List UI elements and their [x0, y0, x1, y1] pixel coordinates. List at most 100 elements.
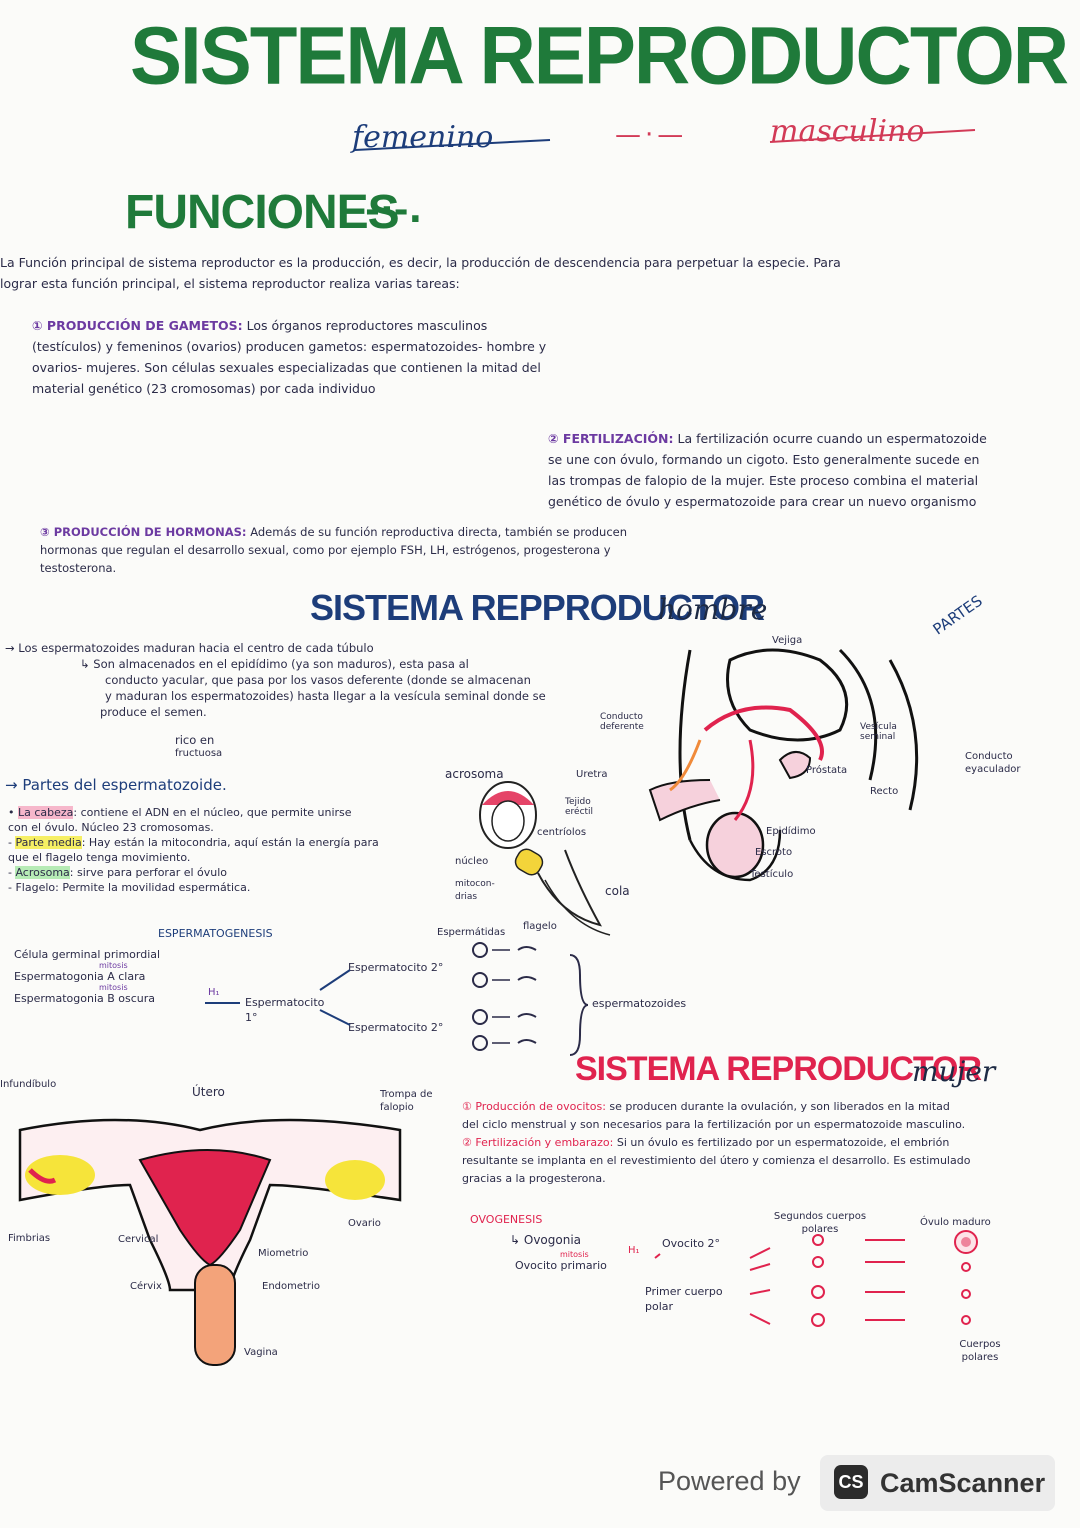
espermatocito-2b: Espermatocito 2° — [348, 1021, 444, 1034]
ovogenesis-heading: OVOGENESIS — [470, 1213, 543, 1226]
cabeza-key: La cabeza — [18, 806, 74, 819]
label-vejiga: Vejiga — [772, 635, 803, 646]
mujer-f2-head: ② Fertilización y embarazo: — [462, 1136, 614, 1149]
label-endometrio: Endometrio — [262, 1281, 320, 1292]
label-centriolos: centríolos — [537, 827, 587, 838]
celula-germinal: Célula germinal primordial — [14, 948, 161, 961]
mujer-f2-line-2: resultante se implanta en el revestimien… — [462, 1154, 971, 1167]
path-line-2: ↳ Son almacenados en el epidídimo (ya so… — [80, 657, 469, 671]
ovogenesis-diagram — [654, 1230, 978, 1327]
parte-media-text-2: que el flagelo tenga movimiento. — [8, 851, 191, 864]
label-utero: Útero — [192, 1085, 225, 1099]
mujer-f2-line-1: Si un óvulo es fertilizado por un esperm… — [616, 1136, 950, 1149]
item1-line-3: ovarios- mujeres. Son células sexuales e… — [32, 360, 541, 375]
label-prostata: Próstata — [806, 765, 848, 776]
espermatogenesis-heading: ESPERMATOGENESIS — [158, 927, 273, 940]
label-testiculo: Testículo — [750, 869, 794, 880]
item3-line-1: Además de su función reproductiva direct… — [250, 525, 628, 539]
label-epididimo: Epidídimo — [766, 826, 816, 837]
label-recto: Recto — [870, 786, 899, 797]
espermatogonia-a: Espermatogonia A clara — [14, 970, 146, 983]
label-infundibulo: Infundíbulo — [0, 1079, 57, 1090]
cabeza-text: : contiene el ADN en el núcleo, que perm… — [73, 806, 352, 819]
spermatozoon-drawing — [479, 781, 611, 936]
espermatogonia-b: Espermatogonia B oscura — [14, 992, 156, 1005]
ovo-mitosis: mitosis — [560, 1250, 589, 1259]
item2-line-4: genético de óvulo y espermatozoide para … — [548, 494, 977, 509]
item1-line-2: (testículos) y femeninos (ovarios) produ… — [32, 339, 547, 354]
label-cervix: Cérvix — [130, 1281, 162, 1292]
partes-label: PARTES — [929, 591, 986, 639]
page-title: SISTEMA REPRODUCTOR — [130, 8, 1069, 102]
cuerpos-polares: Cuerpos polares — [959, 1339, 1001, 1363]
funciones-heading: FUNCIONES — [125, 186, 400, 239]
espermatozoide-path-text: → Los espermatozoides maduran hacia el c… — [5, 640, 625, 759]
funciones-intro: La Función principal de sistema reproduc… — [0, 252, 1075, 294]
espermatogenesis-left: Célula germinal primordial mitosis Esper… — [14, 948, 214, 1006]
mujer-heading: SISTEMA REPRODUCTOR — [575, 1050, 982, 1088]
mujer-f1-line-2: del ciclo menstrual y son necesarios par… — [462, 1118, 966, 1131]
mujer-heading-script: mujer — [912, 1055, 996, 1088]
label-ovario: Ovario — [348, 1218, 381, 1229]
label-vagina: Vagina — [244, 1347, 278, 1358]
label-conducto-eyaculador: Conducto eyaculador — [965, 751, 1021, 775]
camscanner-brand: CamScanner — [880, 1468, 1046, 1498]
flagelo-key: Flagelo — [15, 881, 56, 894]
mujer-funciones: ① Producción de ovocitos: se producen du… — [462, 1098, 1072, 1188]
partes-espermatozoide-heading: → Partes del espermatozoide. — [5, 776, 227, 794]
label-mitocondrias: mitocon-drias — [455, 879, 495, 902]
path-line-7: fructuosa — [175, 748, 223, 759]
item1-line-1: Los órganos reproductores masculinos — [246, 318, 488, 333]
label-escroto: Escroto — [755, 847, 793, 858]
mitosis-2: mitosis — [99, 983, 128, 992]
primer-cuerpo-polar: Primer cuerpo polar — [645, 1285, 723, 1313]
path-line-6: rico en — [175, 733, 215, 747]
label-cola: cola — [605, 884, 630, 898]
parte-media-key: Parte media — [15, 836, 82, 849]
label-vesicula-seminal: Vesícula seminal — [860, 722, 897, 742]
label-uretra: Uretra — [576, 769, 608, 780]
label-acrosoma: acrosoma — [445, 767, 504, 781]
ovocito-primario: Ovocito primario — [515, 1259, 607, 1272]
item1-line-4: material genético (23 cromosomas) por ca… — [32, 381, 376, 396]
h1-label: H₁ — [208, 987, 220, 998]
subtitle-masculino: masculino — [770, 114, 925, 149]
mitosis-1: mitosis — [99, 961, 128, 970]
path-line-1: → Los espermatozoides maduran hacia el c… — [5, 641, 374, 655]
label-conducto-deferente: Conducto deferente — [600, 712, 644, 732]
subtitle-underlines — [354, 129, 976, 151]
label-flagelo: flagelo — [523, 921, 557, 932]
item-fertilizacion: ② FERTILIZACIÓN: La fertilización ocurre… — [548, 428, 1068, 512]
mujer-f1-head: ① Producción de ovocitos: — [462, 1100, 606, 1113]
path-line-5: produce el semen. — [100, 705, 207, 719]
path-line-3: conducto yacular, que pasa por los vasos… — [105, 673, 531, 687]
powered-by-text: Powered by — [658, 1466, 801, 1496]
male-anatomy-drawing — [648, 648, 919, 882]
intro-line-1: La Función principal de sistema reproduc… — [0, 255, 841, 270]
label-fimbrias: Fimbrias — [8, 1233, 51, 1244]
item2-line-1: La fertilización ocurre cuando un esperm… — [677, 431, 987, 446]
subtitle-separator: —·— — [615, 120, 688, 150]
funciones-heading-dash: -·-. — [365, 190, 423, 231]
label-cervical: Cervical — [118, 1234, 159, 1245]
item-produccion-gametos: ① PRODUCCIÓN DE GAMETOS: Los órganos rep… — [32, 315, 672, 399]
camscanner-logo-icon: CS — [834, 1465, 868, 1499]
ovo-h1: H₁ — [628, 1245, 640, 1256]
item3-line-2: hormonas que regulan el desarrollo sexua… — [40, 543, 611, 557]
espermatozoides-result: espermatozoides — [592, 997, 687, 1010]
item2-line-3: las trompas de falopio de la mujer. Este… — [548, 473, 979, 488]
path-line-4: y maduran los espermatozoides) hasta lle… — [105, 689, 546, 703]
intro-line-2: lograr esta función principal, el sistem… — [0, 276, 460, 291]
mujer-f2-line-3: gracias a la progesterona. — [462, 1172, 606, 1185]
espermatocito-1: Espermatocito 1° — [245, 996, 325, 1024]
espermatocito-2a: Espermatocito 2° — [348, 961, 444, 974]
flagelo-text: : Permite la movilidad espermática. — [55, 881, 251, 894]
acrosoma-key: Acrosoma — [15, 866, 70, 879]
item-produccion-hormonas: ③ PRODUCCIÓN DE HORMONAS: Además de su f… — [40, 523, 730, 577]
espermatidas-label: Espermátidas — [437, 927, 506, 938]
item2-line-2: se une con óvulo, formando un cigoto. Es… — [548, 452, 980, 467]
item2-head: ② FERTILIZACIÓN: — [548, 431, 674, 446]
label-tejido-erectil: Tejido eréctil — [565, 797, 594, 817]
label-nucleo: núcleo — [455, 856, 489, 867]
label-trompa: Trompa de falopio — [380, 1089, 433, 1113]
